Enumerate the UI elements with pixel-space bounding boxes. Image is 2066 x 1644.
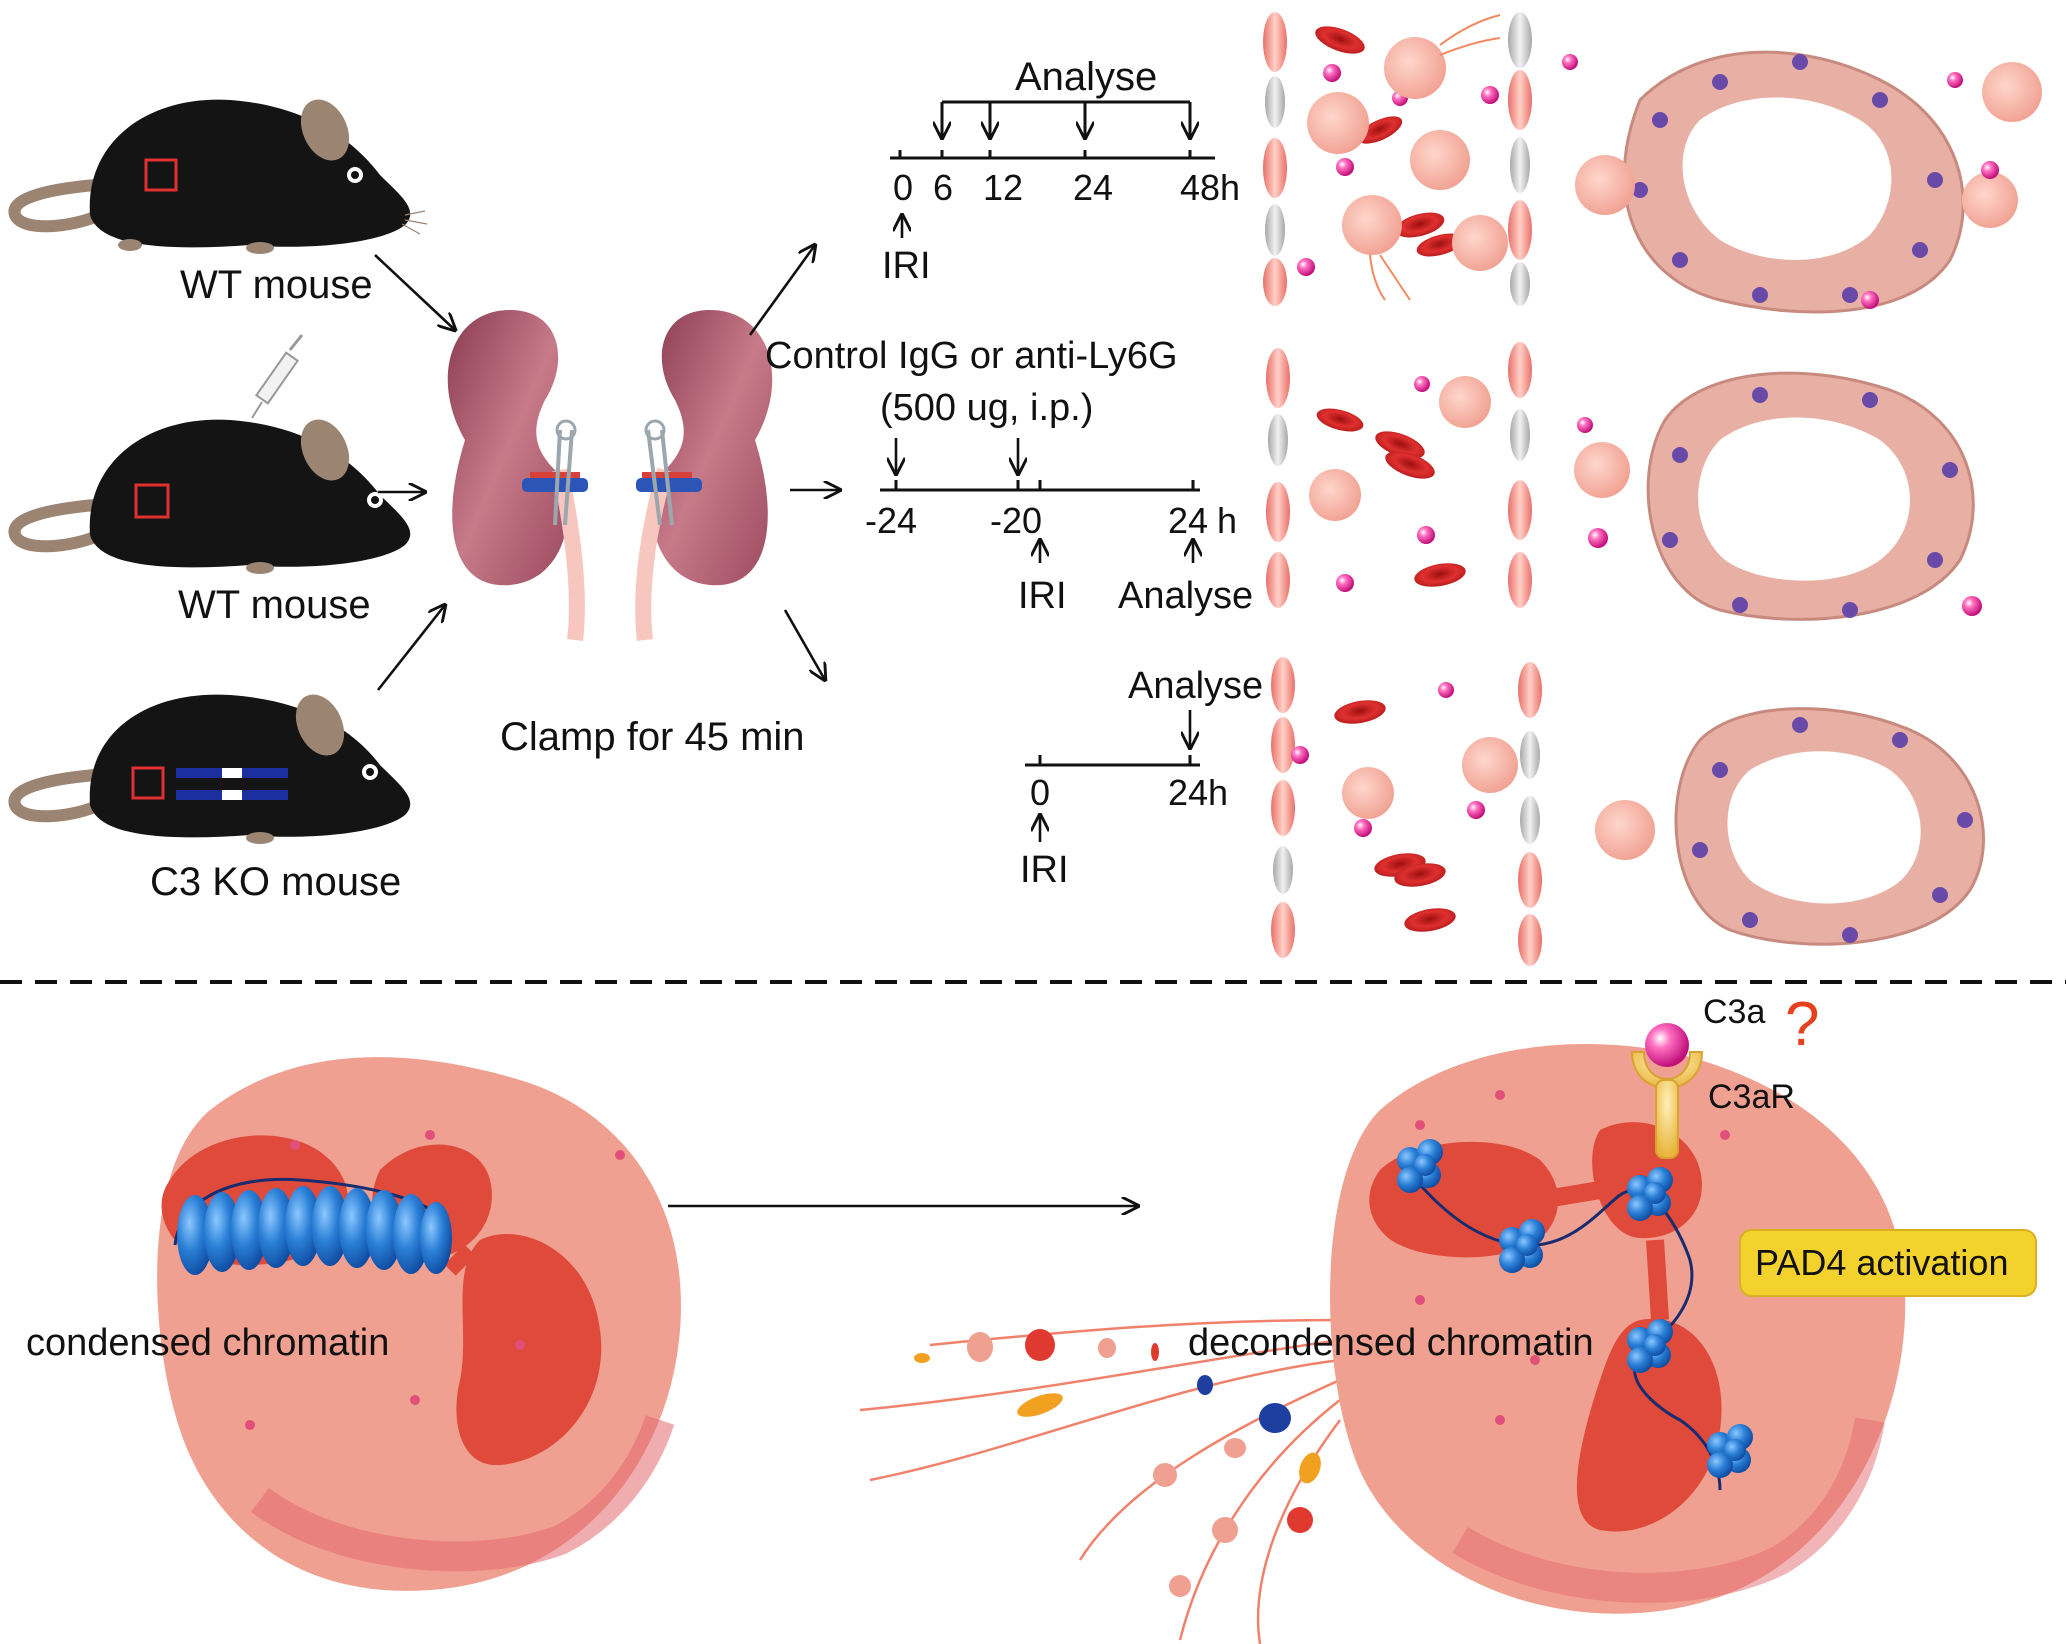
tubule-mid [1574,371,1982,621]
mouse-wt-1 [8,99,428,254]
label-c3ar: C3aR [1708,1078,1795,1116]
protocol-top: Analyse 0 6 12 24 48h IRI [882,55,1240,287]
protocol-bottom: Analyse 0 24h IRI [1020,665,1263,891]
mouse-wt-2 [8,419,411,574]
arrow-mouse3-kidney [376,605,445,691]
tick-top-6: 6 [933,167,953,208]
question-mark-icon: ? [1785,990,1819,1059]
mouse-label-2: WT mouse [178,583,371,627]
syringe-icon [251,334,304,419]
tick-top-0: 0 [893,167,913,208]
tick-mid-minus24: -24 [865,500,917,541]
protocol-mid-iri: IRI [1018,575,1067,617]
nucleus-lobe-c [456,1234,602,1466]
tick-bottom-24h: 24h [1168,772,1228,813]
tick-mid-h: h [1217,500,1237,541]
c3a-receptor [1630,1051,1704,1159]
tick-top-12: 12 [983,167,1023,208]
mouse-label-1: WT mouse [180,263,373,307]
pad4-badge: PAD4 activation [1739,1229,2037,1297]
tick-top-48h: 48h [1180,167,1240,208]
protocol-top-iri: IRI [882,245,931,287]
mouse-label-3: C3 KO mouse [150,860,401,904]
decondensed-chromatin [1397,1139,1753,1491]
protocol-mid-analyse: Analyse [1118,575,1253,617]
tick-bottom-0: 0 [1030,772,1050,813]
protocol-top-analyse: Analyse [1015,55,1157,99]
mouse-c3ko [8,694,411,844]
tubule-top [1562,50,2042,314]
c3a-ligand [1645,1023,1689,1067]
protocol-bottom-analyse: Analyse [1128,665,1263,707]
tubule-bottom [1595,707,1985,946]
arrow-mouse1-kidney [374,254,455,330]
label-decondensed-chromatin: decondensed chromatin [1188,1322,1594,1364]
protocol-bottom-iri: IRI [1020,849,1069,891]
label-pad4-activation: PAD4 activation [1755,1242,2008,1283]
vessel-panel-mid [1266,342,1532,608]
condensed-chromatin-coil [173,1177,452,1275]
vessel-wall-right-top [1508,12,1532,306]
label-condensed-chromatin: condensed chromatin [26,1322,389,1364]
nucleus-lobe-f [1576,1318,1722,1532]
net-fibers [859,1318,1342,1644]
treatment-line-1: Control IgG or anti-Ly6G [765,335,1178,377]
treatment-line-2: (500 ug, i.p.) [880,387,1093,429]
tick-mid-minus20: -20 [990,500,1042,541]
vessel-panel-bottom [1271,657,1542,966]
label-c3a: C3a [1703,993,1765,1031]
arrow-to-protocol-bottom [783,609,825,680]
kidney-pair [447,310,773,641]
vessel-panel-top [1263,12,1532,306]
tick-mid-24: 24 [1168,500,1208,541]
protocol-mid: Control IgG or anti-Ly6G (500 ug, i.p.) … [765,335,1253,617]
vessel-wall-left-top [1263,12,1287,306]
arrow-to-protocol-top [748,245,815,336]
tick-top-24: 24 [1073,167,1113,208]
kidney-caption: Clamp for 45 min [500,715,805,759]
